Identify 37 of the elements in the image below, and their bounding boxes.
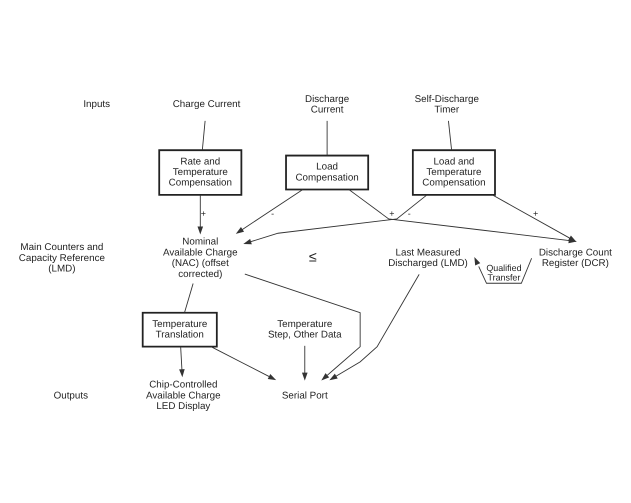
edge-label: - bbox=[271, 208, 274, 218]
arrow bbox=[474, 256, 532, 284]
arrow bbox=[243, 194, 428, 244]
label: ≤ bbox=[308, 249, 317, 266]
arrow bbox=[492, 194, 577, 242]
node-box: Temperature Translation bbox=[142, 311, 218, 348]
connector bbox=[448, 120, 452, 150]
arrow bbox=[244, 273, 361, 380]
node-box: Load and Temperature Compensation bbox=[412, 148, 496, 196]
node-text: Chip-Controlled Available Charge LED Display bbox=[146, 379, 221, 412]
node-box: Rate and Temperature Compensation bbox=[158, 148, 242, 196]
arrow bbox=[236, 188, 304, 234]
arrow bbox=[197, 194, 204, 234]
arrow bbox=[329, 273, 420, 380]
node-text: Last Measured Discharged (LMD) bbox=[388, 246, 468, 269]
node-text: Discharge Current bbox=[305, 93, 350, 116]
edge-label: - bbox=[408, 208, 411, 218]
edge-label: + bbox=[200, 208, 206, 218]
node-text: Charge Current bbox=[172, 98, 240, 110]
edge-label: + bbox=[533, 208, 538, 218]
node-text: Self-Discharge Timer bbox=[414, 93, 479, 116]
node-text: Serial Port bbox=[282, 390, 328, 401]
edge-label: + bbox=[389, 208, 394, 218]
label: Inputs bbox=[83, 98, 110, 110]
edge-label: Qualified Transfer bbox=[486, 262, 522, 282]
connector bbox=[202, 120, 206, 150]
label: Outputs bbox=[54, 390, 88, 401]
node-box: Load Compensation bbox=[285, 154, 370, 190]
label: Main Counters and Capacity Reference (LMD) bbox=[18, 242, 105, 274]
node-text: Nominal Available Charge (NAC) (offset corrected) bbox=[163, 236, 238, 280]
connector bbox=[326, 120, 328, 156]
connector bbox=[184, 282, 194, 312]
arrow bbox=[302, 344, 308, 380]
node-text: Temperature Step, Other Data bbox=[268, 318, 342, 340]
arrow bbox=[210, 346, 276, 380]
arrow bbox=[179, 346, 185, 377]
node-text: Discharge Count Register (DCR) bbox=[538, 246, 612, 269]
